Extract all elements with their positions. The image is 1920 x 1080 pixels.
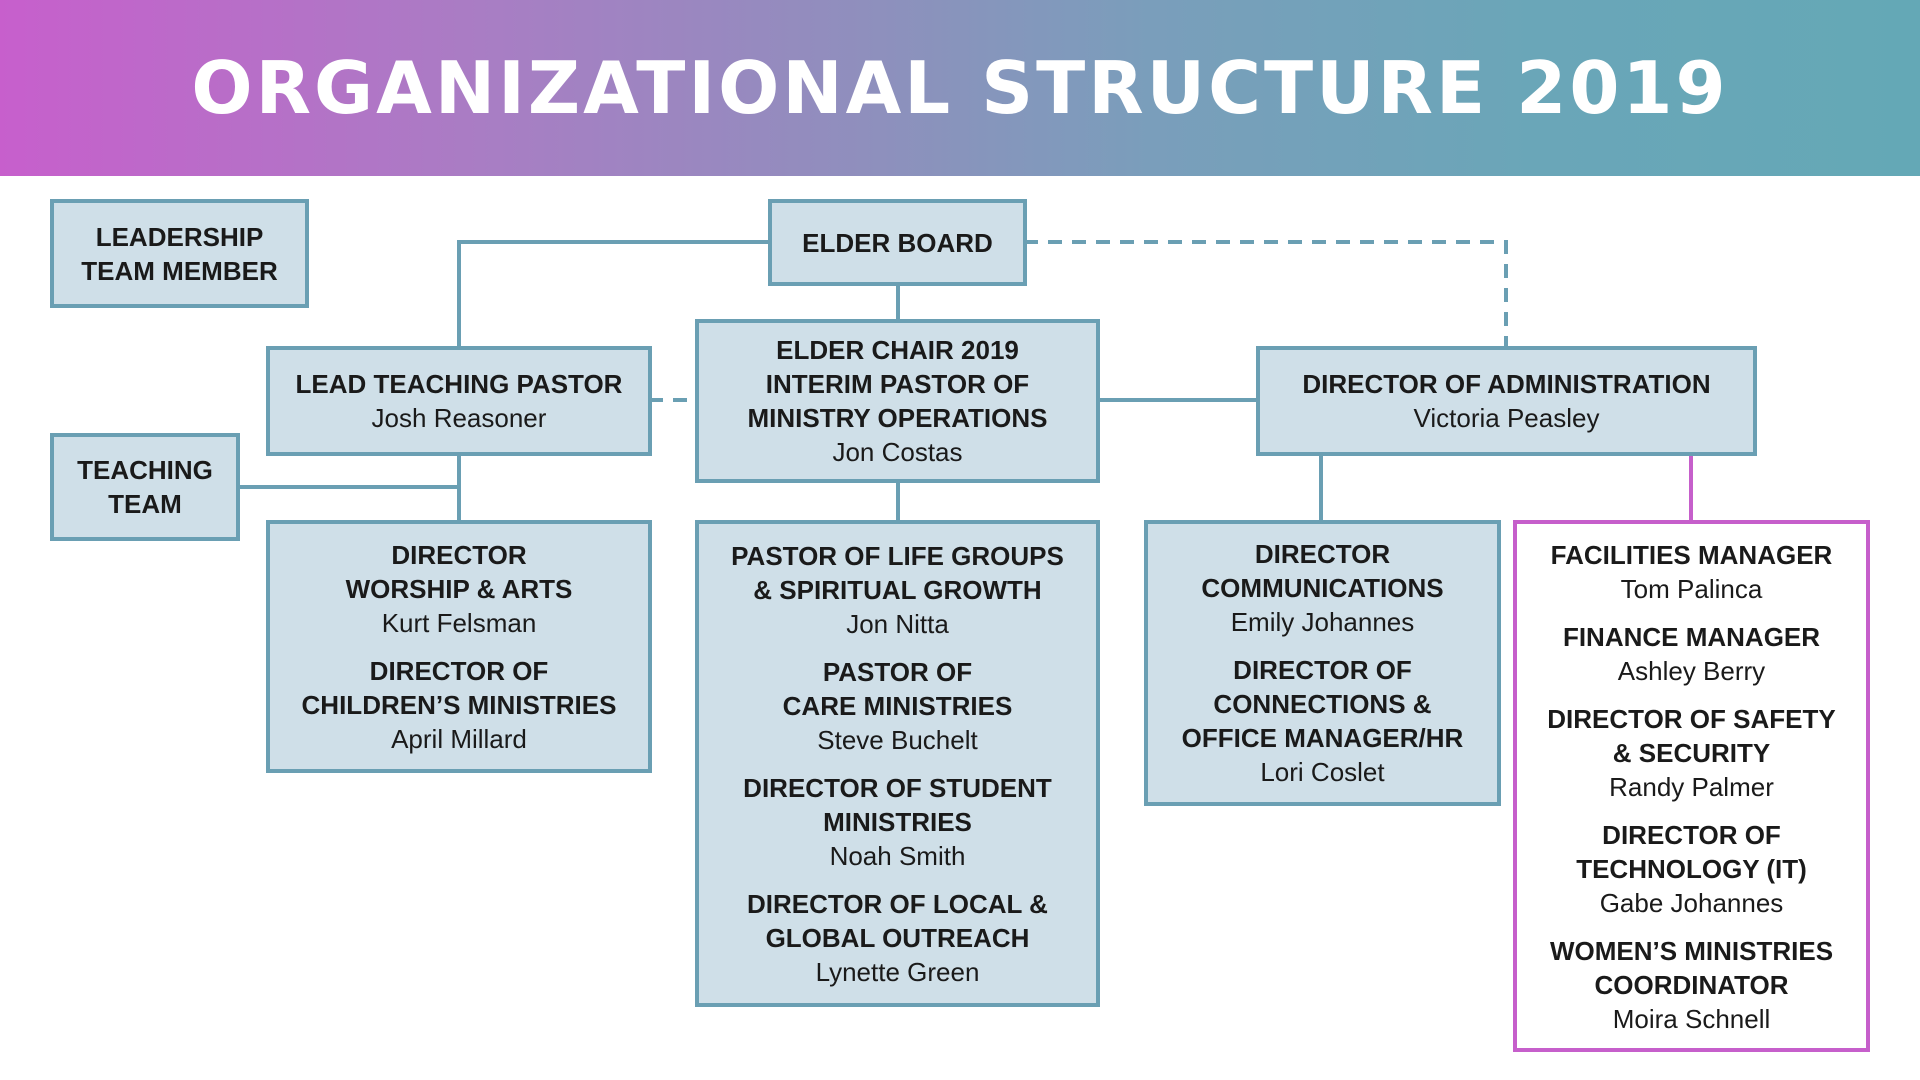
elder-board-title: ELDER BOARD bbox=[802, 227, 993, 258]
staff-name: Lori Coslet bbox=[1260, 757, 1385, 787]
staff-title: DIRECTOR WORSHIP & ARTS bbox=[345, 539, 573, 604]
staff-entry: FACILITIES MANAGER Tom Palinca bbox=[1551, 538, 1833, 606]
elder-chair-name: Jon Costas bbox=[832, 437, 963, 467]
staff-box: FACILITIES MANAGER Tom Palinca FINANCE M… bbox=[1513, 520, 1870, 1052]
staff-name: Steve Buchelt bbox=[817, 724, 978, 755]
staff-name: Tom Palinca bbox=[1620, 574, 1763, 604]
director-admin-name: Victoria Peasley bbox=[1413, 403, 1600, 433]
staff-title: DIRECTOR OF SAFETY & SECURITY bbox=[1547, 704, 1836, 768]
staff-name: Ashley Berry bbox=[1617, 656, 1766, 686]
staff-entry: DIRECTOR WORSHIP & ARTS Kurt Felsman bbox=[346, 538, 573, 640]
elder-board-box: ELDER BOARD bbox=[768, 199, 1027, 286]
staff-title: FACILITIES MANAGER bbox=[1550, 540, 1833, 570]
staff-title: PASTOR OF LIFE GROUPS & SPIRITUAL GROWTH bbox=[731, 540, 1064, 605]
staff-name: Emily Johannes bbox=[1230, 607, 1415, 637]
staff-name: Moira Schnell bbox=[1612, 1004, 1771, 1034]
legend-label: LEADERSHIP TEAM MEMBER bbox=[81, 221, 278, 286]
connector-elder-board-director-admin bbox=[1024, 240, 1508, 348]
connector-elder-board-lead-pastor bbox=[457, 240, 770, 348]
page-title: ORGANIZATIONAL STRUCTURE 2019 bbox=[191, 46, 1729, 130]
staff-name: Randy Palmer bbox=[1609, 772, 1774, 802]
staff-name: Noah Smith bbox=[829, 840, 966, 871]
staff-title: DIRECTOR OF CONNECTIONS & OFFICE MANAGER… bbox=[1181, 655, 1464, 753]
staff-entry: DIRECTOR OF SAFETY & SECURITY Randy Palm… bbox=[1547, 702, 1835, 804]
elder-chair-title: ELDER CHAIR 2019 INTERIM PASTOR OF MINIS… bbox=[747, 335, 1048, 433]
page-header: ORGANIZATIONAL STRUCTURE 2019 bbox=[0, 0, 1920, 176]
staff-name: April Millard bbox=[391, 723, 527, 754]
staff-entry: DIRECTOR COMMUNICATIONS Emily Johannes bbox=[1201, 537, 1443, 639]
worship-children-box: DIRECTOR WORSHIP & ARTS Kurt Felsman DIR… bbox=[266, 520, 652, 773]
staff-name: Gabe Johannes bbox=[1599, 888, 1784, 918]
lead-pastor-name: Josh Reasoner bbox=[371, 403, 547, 433]
director-admin-title: DIRECTOR OF ADMINISTRATION bbox=[1302, 369, 1711, 399]
pastors-box: PASTOR OF LIFE GROUPS & SPIRITUAL GROWTH… bbox=[695, 520, 1100, 1007]
staff-name: Lynette Green bbox=[815, 956, 980, 987]
staff-entry: PASTOR OF LIFE GROUPS & SPIRITUAL GROWTH… bbox=[731, 539, 1064, 641]
staff-title: DIRECTOR OF LOCAL & GLOBAL OUTREACH bbox=[747, 888, 1048, 953]
staff-entry: FINANCE MANAGER Ashley Berry bbox=[1563, 620, 1820, 688]
staff-name: Kurt Felsman bbox=[381, 607, 537, 638]
staff-title: PASTOR OF CARE MINISTRIES bbox=[782, 656, 1013, 721]
staff-entry: PASTOR OF CARE MINISTRIES Steve Buchelt bbox=[783, 655, 1013, 757]
staff-title: DIRECTOR COMMUNICATIONS bbox=[1201, 539, 1444, 603]
staff-title: DIRECTOR OF CHILDREN’S MINISTRIES bbox=[301, 655, 617, 720]
lead-pastor-box: LEAD TEACHING PASTOR Josh Reasoner bbox=[266, 346, 652, 456]
lead-pastor-title: LEAD TEACHING PASTOR bbox=[295, 369, 623, 399]
staff-entry: WOMEN’S MINISTRIES COORDINATOR Moira Sch… bbox=[1550, 934, 1833, 1036]
teaching-team-label: TEACHING TEAM bbox=[77, 455, 213, 519]
teaching-team-box: TEACHING TEAM bbox=[50, 433, 240, 541]
elder-chair-box: ELDER CHAIR 2019 INTERIM PASTOR OF MINIS… bbox=[695, 319, 1100, 483]
staff-name: Jon Nitta bbox=[846, 608, 949, 639]
staff-title: WOMEN’S MINISTRIES COORDINATOR bbox=[1549, 936, 1834, 1000]
staff-title: DIRECTOR OF TECHNOLOGY (IT) bbox=[1576, 820, 1807, 884]
communications-box: DIRECTOR COMMUNICATIONS Emily Johannes D… bbox=[1144, 520, 1501, 806]
staff-entry: DIRECTOR OF TECHNOLOGY (IT) Gabe Johanne… bbox=[1576, 818, 1807, 920]
legend-leadership-team-member: LEADERSHIP TEAM MEMBER bbox=[50, 199, 309, 308]
staff-entry: DIRECTOR OF CONNECTIONS & OFFICE MANAGER… bbox=[1182, 653, 1464, 789]
staff-title: FINANCE MANAGER bbox=[1562, 622, 1821, 652]
staff-title: DIRECTOR OF STUDENT MINISTRIES bbox=[743, 772, 1052, 837]
staff-entry: DIRECTOR OF STUDENT MINISTRIES Noah Smit… bbox=[743, 771, 1052, 873]
staff-entry: DIRECTOR OF CHILDREN’S MINISTRIES April … bbox=[302, 654, 617, 756]
director-admin-box: DIRECTOR OF ADMINISTRATION Victoria Peas… bbox=[1256, 346, 1757, 456]
staff-entry: DIRECTOR OF LOCAL & GLOBAL OUTREACH Lyne… bbox=[747, 887, 1048, 989]
